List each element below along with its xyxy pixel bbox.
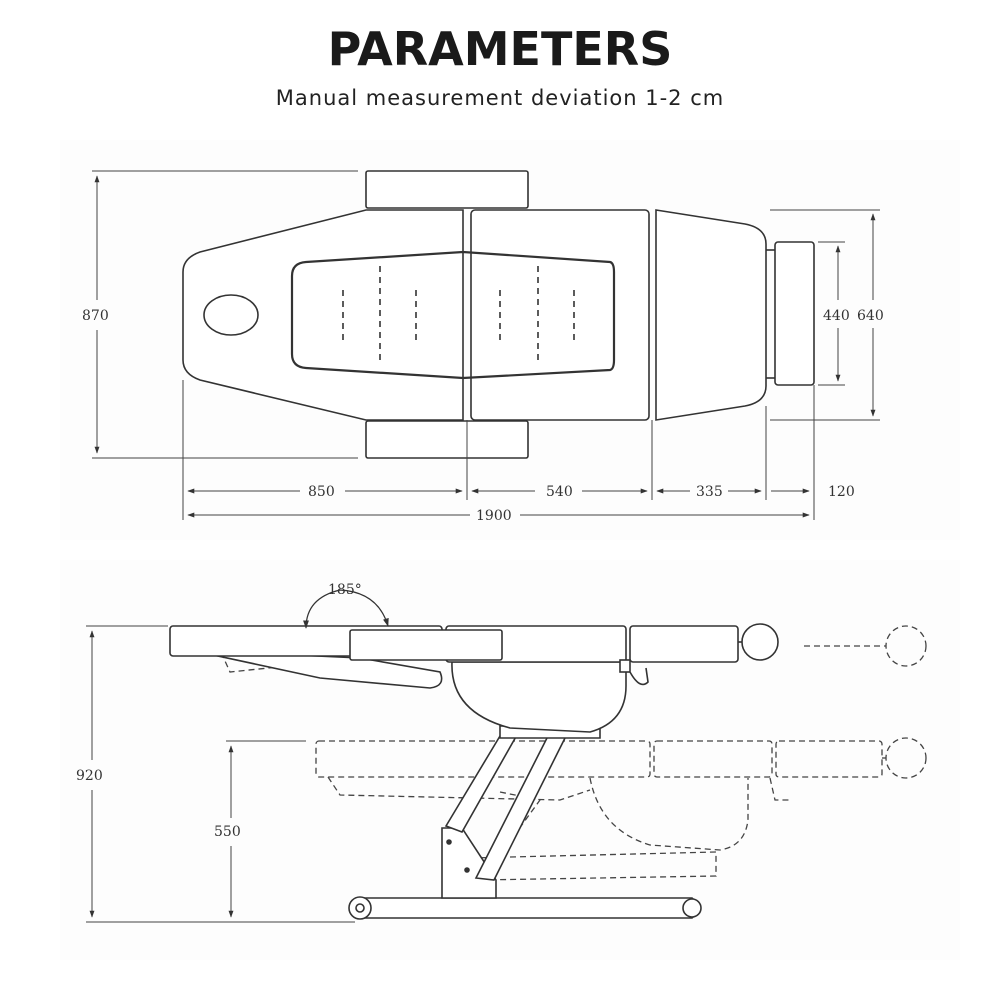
dim-label-640: 640	[857, 308, 884, 324]
armrest-bottom	[365, 420, 529, 459]
headrest-roll	[741, 623, 779, 661]
cushion-stitches	[342, 266, 575, 362]
footrest	[774, 241, 815, 386]
cushion-outline	[290, 250, 616, 380]
face-hole	[203, 294, 259, 336]
side-view-table	[169, 589, 779, 920]
side-view-lowered-ghost	[315, 737, 927, 881]
dim-label-550: 550	[214, 824, 241, 840]
dim-label-540: 540	[546, 484, 573, 500]
side-view-dimensions	[86, 625, 355, 923]
head-section	[182, 209, 464, 421]
page-title: PARAMETERS	[327, 22, 673, 76]
dim-label-120: 120	[828, 484, 855, 500]
dim-label-185: 185°	[328, 582, 362, 598]
leg-pad	[629, 625, 739, 663]
angle-arc	[303, 589, 389, 629]
side-view-head-ghost	[219, 625, 927, 673]
base-frame	[354, 897, 699, 919]
leg-section	[655, 209, 767, 421]
dim-label-870: 870	[82, 308, 109, 324]
dim-label-440: 440	[823, 308, 850, 324]
seat-section	[470, 209, 650, 421]
top-view-dimensions	[92, 170, 880, 520]
dim-label-850: 850	[308, 484, 335, 500]
page-subtitle: Manual measurement deviation 1-2 cm	[275, 86, 725, 110]
armrest-top	[365, 170, 529, 209]
seat-shell	[451, 661, 627, 733]
top-view	[182, 170, 815, 459]
dim-label-920: 920	[76, 768, 103, 784]
dim-label-335: 335	[696, 484, 723, 500]
dim-label-1900: 1900	[476, 508, 512, 524]
armrest-side	[349, 629, 503, 661]
